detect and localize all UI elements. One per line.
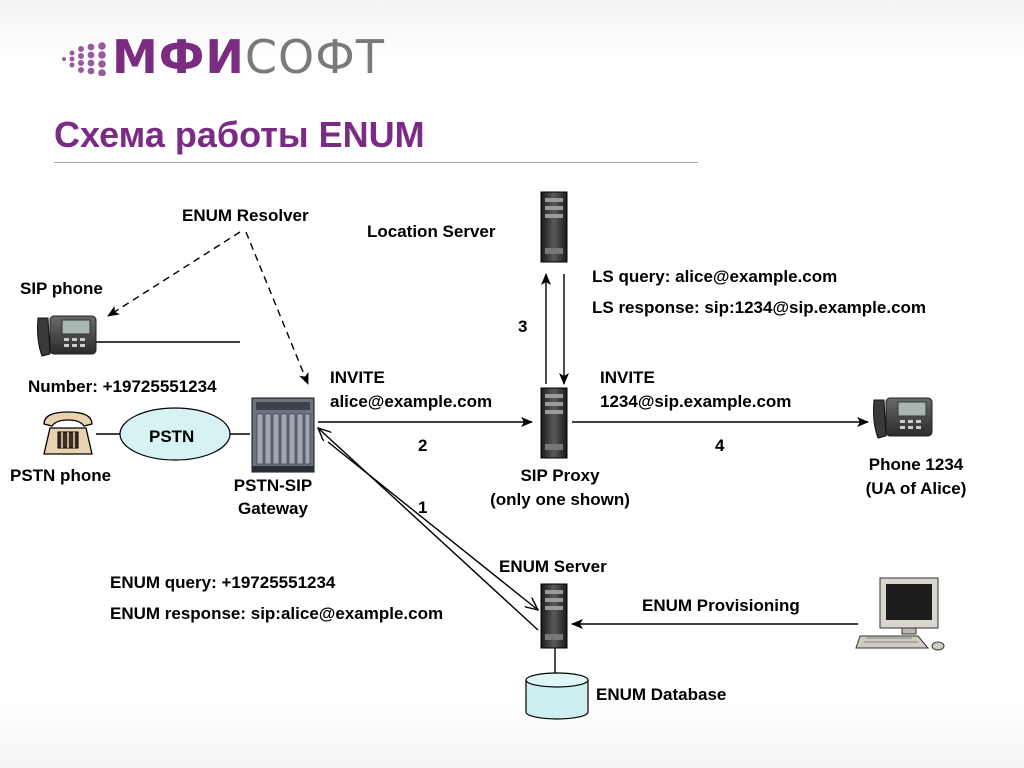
pstn-phone-icon: [43, 411, 93, 455]
pstn-label: PSTN: [149, 427, 195, 446]
step-1: 1: [418, 498, 428, 517]
invite-right-line2: 1234@sip.example.com: [600, 392, 792, 411]
resolver-to-gateway-arrow: [245, 231, 309, 385]
gateway-label-line1: PSTN-SIP: [233, 476, 313, 495]
invite-left-line2: alice@example.com: [330, 392, 493, 411]
location-server-label: Location Server: [367, 222, 496, 241]
invite-left-line1: INVITE: [330, 368, 385, 387]
step-3: 3: [518, 317, 528, 336]
enum-server-label: ENUM Server: [499, 557, 607, 576]
ls-response-label: LS response: sip:1234@sip.example.com: [592, 298, 927, 317]
page-title: Схема работы ENUM: [54, 114, 425, 155]
logo-part2: СОФТ: [244, 30, 385, 84]
logo: МФИСОФТ: [112, 30, 385, 84]
enumserver-to-gateway-arrow: [318, 428, 539, 631]
title-divider: [54, 162, 698, 163]
pstn-phone-label: PSTN phone: [10, 466, 112, 485]
logo-dots-icon: [62, 42, 106, 76]
sip-phone-icon: [37, 315, 97, 357]
enum-response-label: ENUM response: sip:alice@example.com: [110, 604, 444, 623]
computer-icon: [855, 577, 945, 651]
pstn-cloud: [119, 407, 231, 461]
phone-1234-icon: [873, 397, 933, 439]
logo-part1: МФИ: [112, 30, 245, 84]
enum-resolver-label: ENUM Resolver: [182, 206, 309, 225]
sip-proxy-icon: [540, 387, 568, 459]
enum-database-icon: [525, 672, 589, 720]
ls-query-label: LS query: alice@example.com: [592, 267, 838, 286]
step-2: 2: [418, 436, 428, 455]
resolver-to-sipphone-arrow: [107, 231, 241, 317]
phone-1234-label-line1: Phone 1234: [868, 455, 964, 474]
gateway-icon: [251, 397, 315, 473]
sip-proxy-label-line2: (only one shown): [490, 490, 630, 509]
enum-database-label: ENUM Database: [596, 685, 727, 704]
phone-1234-label-line2: (UA of Alice): [865, 479, 967, 498]
sip-proxy-label-line1: SIP Proxy: [520, 466, 600, 485]
number-label: Number: +19725551234: [28, 377, 217, 396]
invite-right-line1: INVITE: [600, 368, 655, 387]
location-server-icon: [540, 191, 568, 263]
enum-query-label: ENUM query: +19725551234: [110, 573, 336, 592]
enum-provisioning-label: ENUM Provisioning: [642, 596, 800, 615]
gateway-label-line2: Gateway: [238, 499, 308, 518]
step-4: 4: [715, 436, 725, 455]
enum-server-icon: [540, 583, 568, 649]
sip-phone-label: SIP phone: [20, 279, 103, 298]
